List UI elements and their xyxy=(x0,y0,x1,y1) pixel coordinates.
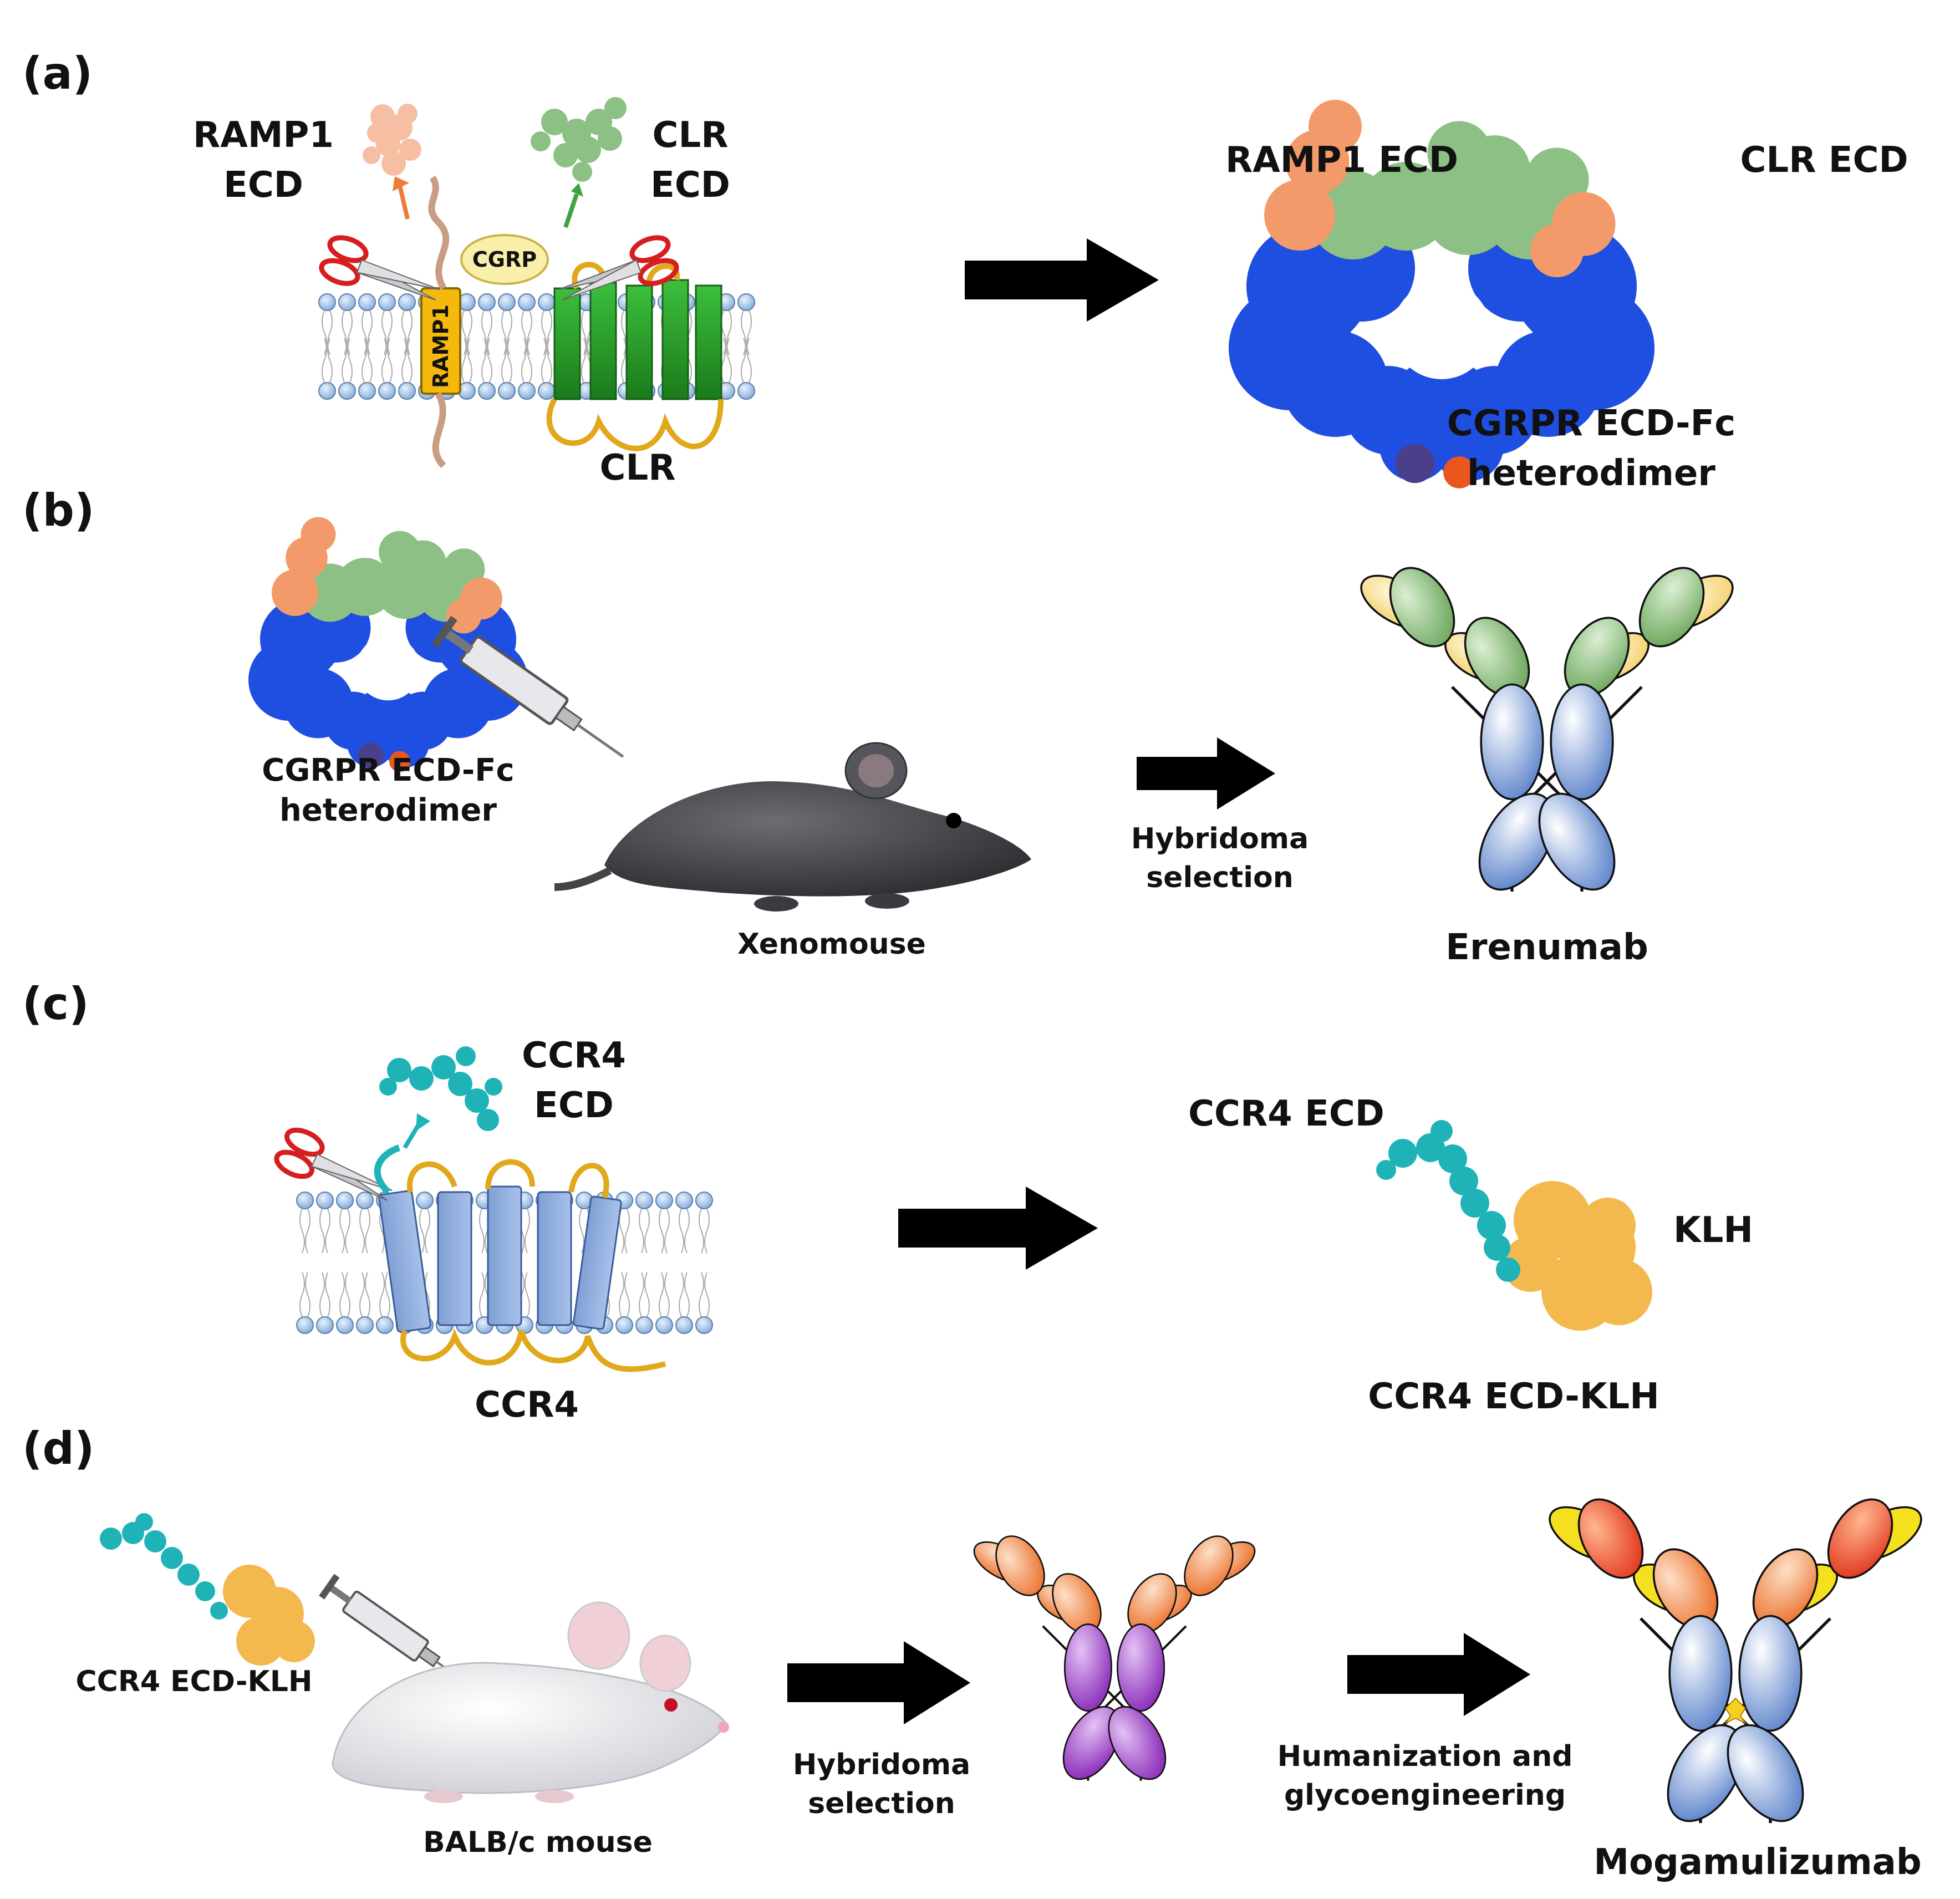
panel-label-d: (d) xyxy=(22,1423,94,1474)
ccr4-ecd-label-2: ECD xyxy=(534,1085,614,1126)
hybridoma-label-d: Hybridoma xyxy=(793,1748,970,1781)
process-arrow xyxy=(1347,1633,1530,1716)
right-clr-ecd-label: CLR ECD xyxy=(1740,140,1908,181)
panel-c-membrane-receptor xyxy=(274,1046,713,1372)
heterodimer-label-2: heterodimer xyxy=(1467,453,1715,494)
process-arrow xyxy=(965,238,1159,322)
cgrp-ligand xyxy=(460,234,549,285)
conjugate-label-d: CCR4 ECD-KLH xyxy=(76,1665,313,1698)
panel-label-c: (c) xyxy=(22,978,89,1030)
ccr4-helices xyxy=(378,1185,622,1333)
ccr4-ecd-label: CCR4 xyxy=(522,1035,626,1076)
clr-intracellular-loops xyxy=(546,398,724,451)
scissors-icon xyxy=(319,235,440,301)
ramp1-loop xyxy=(428,175,450,291)
syringe-icon xyxy=(431,615,624,758)
panel-a-membrane-receptor: RAMP1 CGRP xyxy=(318,97,755,469)
ccr4-ecd-klh-conjugate-small xyxy=(100,1513,315,1666)
scissors-icon xyxy=(274,1127,393,1201)
balbc-mouse-image xyxy=(332,1601,729,1803)
ccr4-intracellular-loops xyxy=(400,1328,666,1372)
right-ccr4-ecd-label: CCR4 ECD xyxy=(1188,1093,1384,1134)
panel-label-b: (b) xyxy=(22,485,94,536)
release-arrow xyxy=(563,193,579,228)
heterodimer-label-b-2: heterodimer xyxy=(279,792,497,828)
clr-helices xyxy=(553,279,722,400)
humanization-label-2: glycoengineering xyxy=(1284,1779,1566,1812)
ccr4-label: CCR4 xyxy=(475,1384,579,1425)
panel-label-a: (a) xyxy=(22,48,93,99)
ccr4-extracellular-loops xyxy=(407,1159,609,1199)
mogamulizumab-label: Mogamulizumab xyxy=(1594,1842,1921,1883)
lipid-bilayer xyxy=(318,293,755,400)
cgrp-label: CGRP xyxy=(472,247,537,272)
process-arrow xyxy=(898,1187,1098,1270)
hybridoma-label-d-2: selection xyxy=(808,1787,955,1820)
ramp1-ecd-label: RAMP1 xyxy=(193,115,334,156)
heterodimer-label-b: CGRPR ECD-Fc xyxy=(262,752,514,788)
hybridoma-label-b-2: selection xyxy=(1146,861,1294,894)
humanization-label: Humanization and xyxy=(1277,1740,1573,1773)
xenomouse-image xyxy=(554,742,1031,912)
clr-ecd-label-2: ECD xyxy=(650,165,730,206)
process-arrow xyxy=(787,1641,970,1724)
ccr4-ecd-released xyxy=(379,1046,502,1131)
clr-label: CLR xyxy=(599,447,675,488)
erenumab-label: Erenumab xyxy=(1445,927,1648,968)
ramp1-ecd-released xyxy=(363,104,421,176)
xenomouse-label: Xenomouse xyxy=(737,928,926,961)
clr-ecd-released xyxy=(531,97,627,182)
balbc-mouse-label: BALB/c mouse xyxy=(423,1826,653,1859)
conjugate-label: CCR4 ECD-KLH xyxy=(1368,1376,1659,1417)
right-ramp1-ecd-label: RAMP1 ECD xyxy=(1225,140,1458,181)
ccr4-ecd-klh-conjugate xyxy=(1376,1120,1652,1331)
mogamulizumab-antibody xyxy=(1549,1498,1922,1824)
ccr4-n-terminus xyxy=(374,1144,401,1195)
mouse-antibody xyxy=(973,1535,1256,1781)
klh-label: KLH xyxy=(1673,1210,1753,1251)
ramp1-ecd-label-2: ECD xyxy=(223,165,303,206)
process-arrow xyxy=(1137,737,1275,810)
release-arrow xyxy=(397,182,410,220)
scissors-icon xyxy=(558,235,679,301)
hybridoma-label-b: Hybridoma xyxy=(1131,822,1309,856)
cgrpr-ecd-fc-heterodimer xyxy=(1229,100,1654,488)
ramp1-tail xyxy=(432,391,446,469)
ramp1-helix-label: RAMP1 xyxy=(429,304,453,388)
clr-ecd-label: CLR xyxy=(652,115,728,156)
heterodimer-label: CGRPR ECD-Fc xyxy=(1447,403,1735,444)
erenumab-antibody xyxy=(1360,567,1734,892)
